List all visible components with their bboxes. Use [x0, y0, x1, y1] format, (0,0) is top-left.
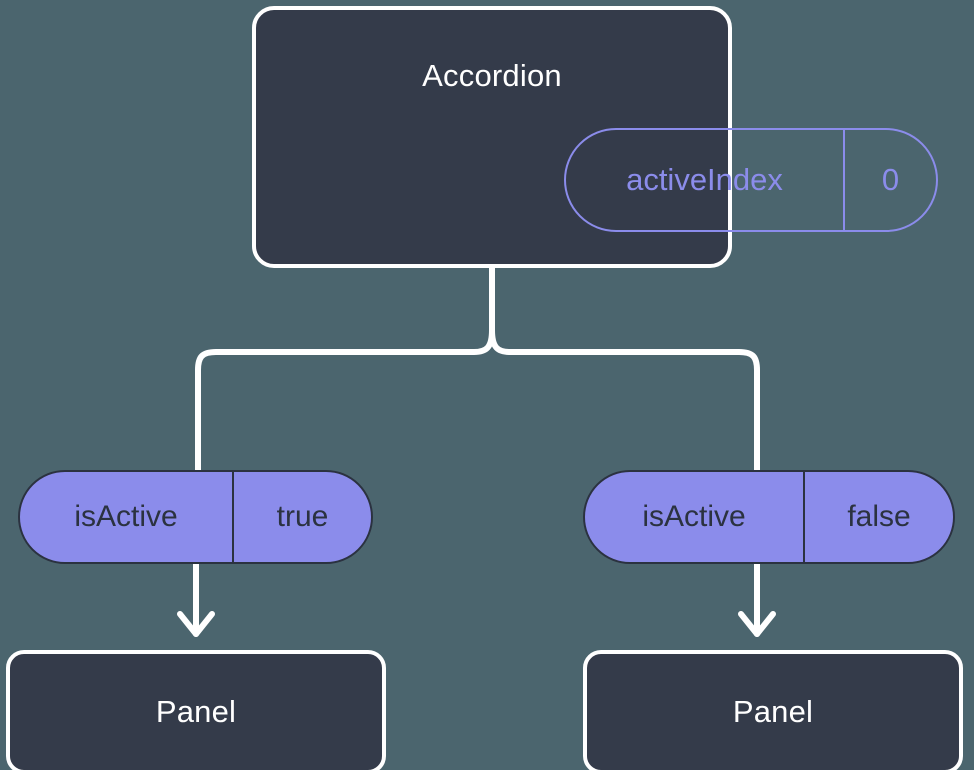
accordion-node-title: Accordion — [422, 58, 562, 93]
arrowhead-left — [177, 611, 215, 637]
state-pill-key: activeIndex — [566, 130, 845, 230]
arrow-right — [738, 561, 776, 637]
connector-brace-left — [195, 327, 495, 473]
prop-pill-is-active-true[interactable]: isActive true — [18, 470, 373, 564]
prop-pill-key: isActive — [20, 472, 234, 562]
panel-component-node-right[interactable]: Panel — [583, 650, 963, 770]
panel-node-title: Panel — [155, 694, 237, 729]
prop-pill-value: false — [847, 500, 911, 533]
prop-pill-is-active-false[interactable]: isActive false — [583, 470, 955, 564]
panel-node-title: Panel — [732, 694, 814, 729]
arrowhead-right — [738, 611, 776, 637]
panel-component-node-left[interactable]: Panel — [6, 650, 386, 770]
state-pill-active-index[interactable]: activeIndex 0 — [564, 128, 938, 232]
connector-brace-right — [489, 327, 760, 473]
arrow-left — [177, 561, 215, 637]
prop-pill-value: true — [276, 500, 329, 533]
state-pill-value: 0 — [881, 162, 900, 197]
accordion-component-node[interactable]: Accordion activeIndex 0 — [252, 6, 938, 268]
prop-pill-key: isActive — [585, 472, 805, 562]
